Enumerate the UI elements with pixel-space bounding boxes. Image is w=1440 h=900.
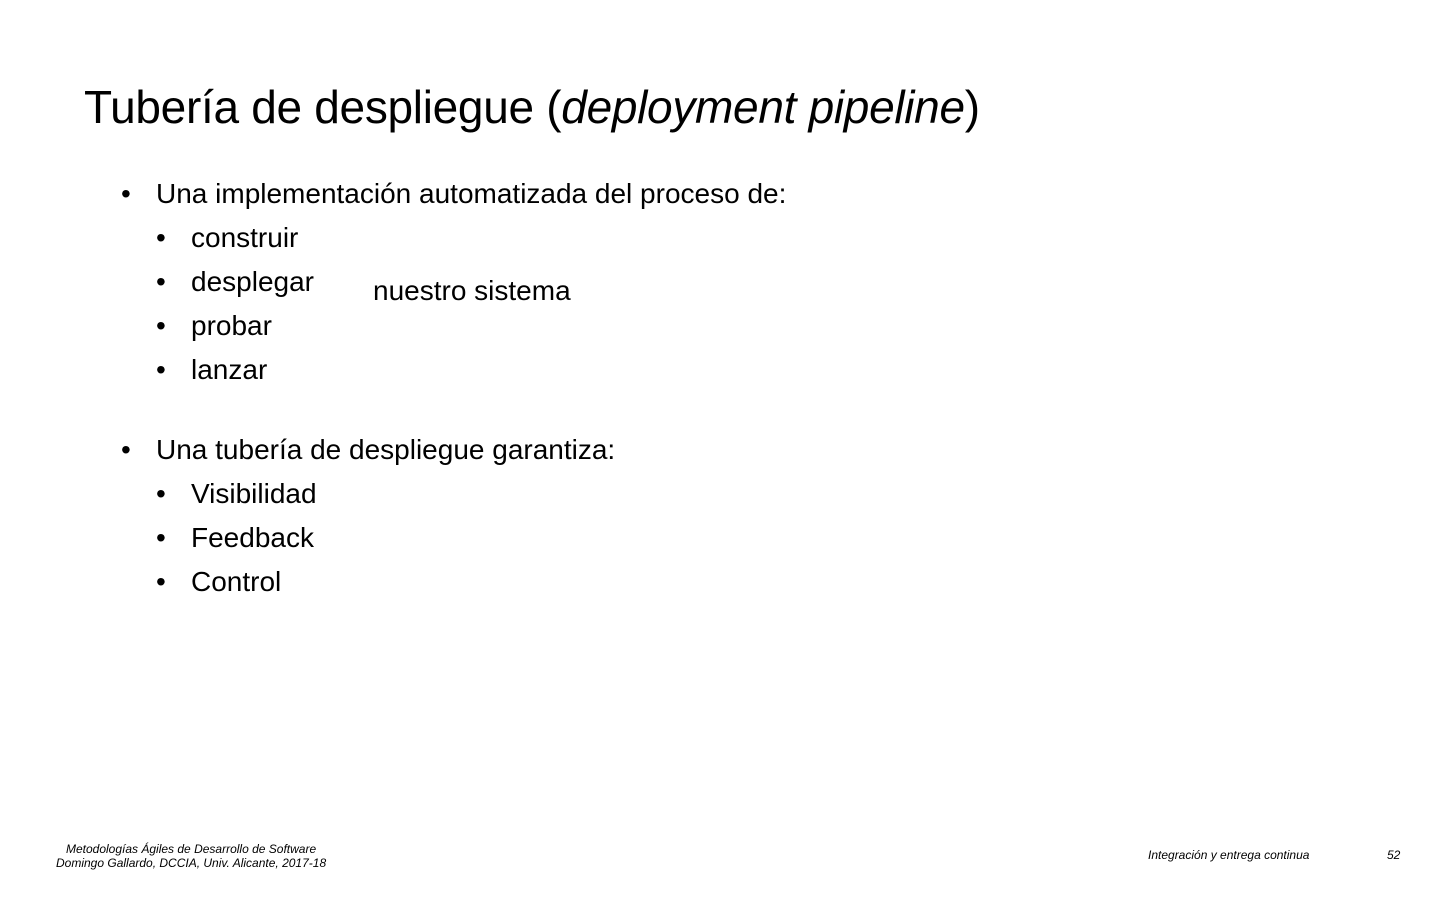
sub-bullet-text: construir [191, 222, 299, 253]
sub-bullet-text: desplegar [191, 266, 314, 297]
bullet-dot: • [156, 522, 166, 553]
title-italic: deployment pipeline [561, 81, 965, 133]
title-main: Tubería de despliegue ( [84, 81, 562, 133]
page-number: 52 [1387, 848, 1401, 862]
sub-bullet-item: • probar [156, 309, 272, 343]
side-note: nuestro sistema [373, 275, 571, 306]
title-close: ) [964, 81, 980, 133]
bullet-dot: • [156, 478, 166, 509]
footer-topic: Integración y entrega continua [1148, 848, 1310, 862]
sub-bullet-text: probar [191, 310, 272, 341]
bullet-dot: • [121, 178, 131, 209]
sub-bullet-text: Control [191, 566, 282, 597]
bullet-dot: • [121, 434, 131, 465]
bullet-item: • Una tubería de despliegue garantiza: [121, 433, 616, 467]
bullet-dot: • [156, 354, 166, 385]
sub-bullet-text: Visibilidad [191, 478, 317, 509]
footer-course-line2: Domingo Gallardo, DCCIA, Univ. Alicante,… [56, 856, 327, 870]
bullet-dot: • [156, 266, 166, 297]
bullet-text: Una implementación automatizada del proc… [156, 178, 787, 209]
footer-course-info: Metodologías Ágiles de Desarrollo de Sof… [56, 842, 326, 870]
footer-course-line1: Metodologías Ágiles de Desarrollo de Sof… [65, 842, 317, 856]
sub-bullet-item: • Control [156, 565, 282, 599]
sub-bullet-item: • desplegar [156, 265, 314, 299]
sub-bullet-item: • lanzar [156, 353, 268, 387]
bullet-dot: • [156, 310, 166, 341]
slide-title: Tubería de despliegue (deployment pipeli… [84, 80, 980, 134]
sub-bullet-item: • Visibilidad [156, 477, 317, 511]
sub-bullet-text: lanzar [191, 354, 268, 385]
sub-bullet-item: • construir [156, 221, 299, 255]
bullet-text: Una tubería de despliegue garantiza: [156, 434, 616, 465]
bullet-dot: • [156, 222, 166, 253]
bullet-item: • Una implementación automatizada del pr… [121, 177, 787, 211]
bullet-dot: • [156, 566, 166, 597]
sub-bullet-item: • Feedback [156, 521, 314, 555]
sub-bullet-text: Feedback [191, 522, 314, 553]
